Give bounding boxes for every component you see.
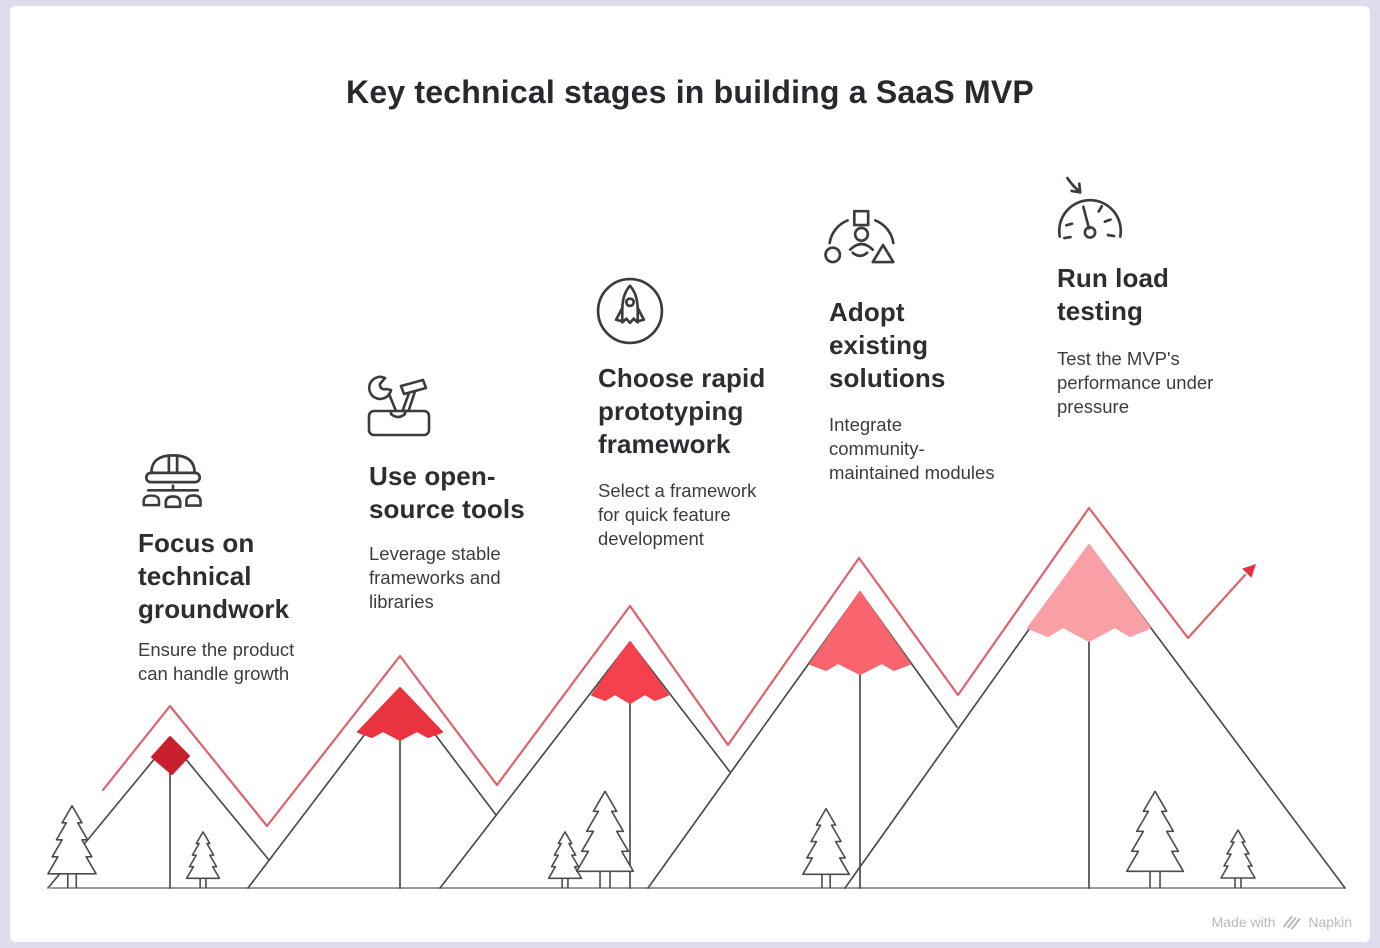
arrow-down-right-icon: [1066, 176, 1082, 194]
made-with-napkin: Made with Napkin: [1212, 914, 1352, 930]
stage-4-title: Adopt existing solutions: [829, 297, 946, 393]
made-with-label: Made with: [1211, 914, 1276, 930]
stage-2-title: Use open- source tools: [369, 461, 525, 524]
trend-arrowhead: [1242, 564, 1256, 578]
tree: [46, 804, 98, 890]
trend-line: [101, 506, 1247, 828]
stage-2-description: Leverage stable frameworks and libraries: [369, 543, 501, 612]
mountain-cap-1: [151, 736, 190, 775]
community-icon: [824, 209, 895, 264]
stage-5-description: Test the MVP's performance under pressur…: [1057, 348, 1214, 417]
tree: [547, 831, 583, 889]
tree: [575, 790, 635, 890]
stage-5-title: Run load testing: [1057, 263, 1170, 326]
stage-3-title: Choose rapid prototyping framework: [598, 363, 766, 459]
mountain-cap-3: [591, 641, 669, 704]
brand-label: Napkin: [1308, 914, 1352, 930]
stage-3-description: Select a framework for quick feature dev…: [598, 480, 757, 549]
tree: [801, 807, 851, 890]
mountain-cap-5: [1027, 544, 1151, 642]
tree: [1125, 790, 1185, 890]
toolbox-icon: [367, 375, 431, 437]
mountain-cap-4: [809, 591, 911, 675]
tree: [185, 831, 221, 889]
canvas-card: [10, 6, 1370, 942]
rocket-icon: [596, 277, 664, 345]
stage-1-description: Ensure the product can handle growth: [138, 639, 295, 684]
trees: [46, 790, 1256, 890]
page-title: Key technical stages in building a SaaS …: [346, 74, 1034, 110]
tree: [1220, 829, 1256, 889]
hard-hat-icon: [142, 454, 202, 509]
napkin-logo-icon: [1283, 916, 1301, 930]
gauge-icon: [1057, 176, 1123, 240]
mountain-4: [647, 591, 958, 889]
stage-4-description: Integrate community- maintained modules: [829, 414, 995, 483]
mountain-cap-2: [357, 687, 443, 741]
stage-1-title: Focus on technical groundwork: [138, 528, 290, 624]
